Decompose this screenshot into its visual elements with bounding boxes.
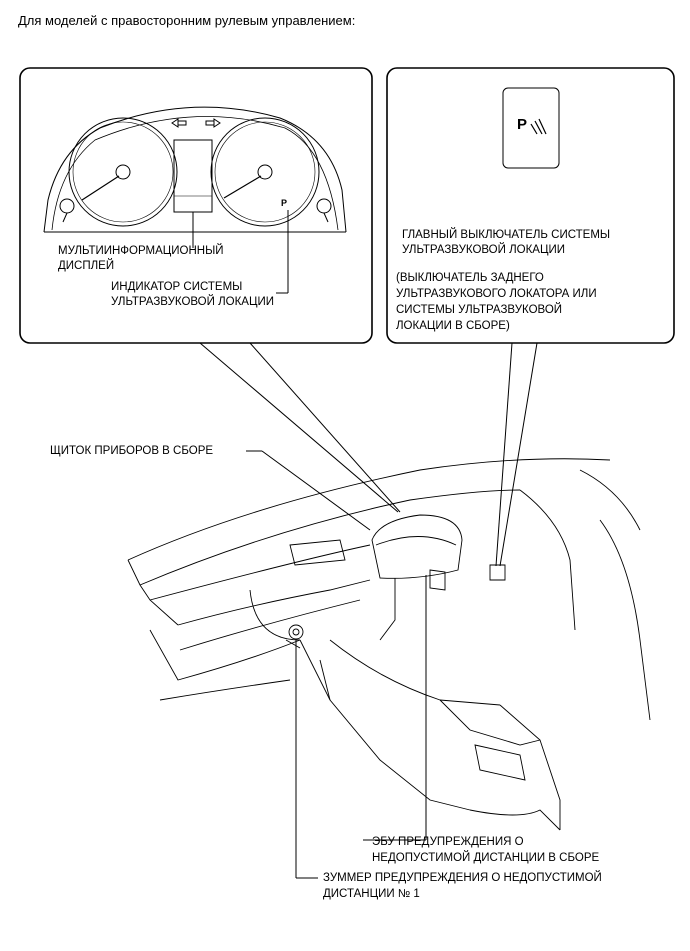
ecu-callout-1: ЭБУ ПРЕДУПРЕЖДЕНИЯ О (372, 836, 524, 848)
cluster-callout: ЩИТОК ПРИБОРОВ В СБОРЕ (50, 445, 214, 457)
multi-display-label-2: ДИСПЛЕЙ (58, 260, 115, 272)
car-interior-drawing (127, 458, 651, 831)
right-detail-panel (386, 67, 675, 344)
indicator-label-1: ИНДИКАТОР СИСТЕМЫ (111, 281, 243, 293)
instrument-cluster-drawing (43, 106, 347, 294)
ecu-callout-2: НЕДОПУСТИМОЙ ДИСТАНЦИИ В СБОРЕ (372, 852, 600, 864)
parking-sensor-switch-drawing (502, 87, 560, 169)
alt-switch-label-1: (ВЫКЛЮЧАТЕЛЬ ЗАДНЕГО (396, 272, 544, 284)
buzzer-callout-2: ДИСТАНЦИИ № 1 (323, 888, 420, 900)
parking-indicator-icon: P (281, 198, 288, 208)
alt-switch-label-3: СИСТЕМЫ УЛЬТРАЗВУКОВОЙ (396, 304, 563, 316)
main-switch-label-2: УЛЬТРАЗВУКОВОЙ ЛОКАЦИИ (402, 244, 565, 256)
alt-switch-label-4: ЛОКАЦИИ В СБОРЕ) (396, 320, 510, 332)
indicator-label-2: УЛЬТРАЗВУКОВОЙ ЛОКАЦИИ (111, 296, 274, 308)
left-detail-panel (19, 67, 373, 344)
multi-display-label-1: МУЛЬТИИНФОРМАЦИОННЫЙ (58, 245, 224, 257)
buzzer-callout-1: ЗУММЕР ПРЕДУПРЕЖДЕНИЯ О НЕДОПУСТИМОЙ (323, 872, 602, 884)
page-title: Для моделей с правосторонним рулевым упр… (18, 13, 356, 28)
parking-switch-icon: P (517, 116, 528, 133)
alt-switch-label-2: УЛЬТРАЗВУКОВОГО ЛОКАТОРА ИЛИ (396, 288, 597, 300)
main-switch-label-1: ГЛАВНЫЙ ВЫКЛЮЧАТЕЛЬ СИСТЕМЫ (402, 229, 611, 241)
